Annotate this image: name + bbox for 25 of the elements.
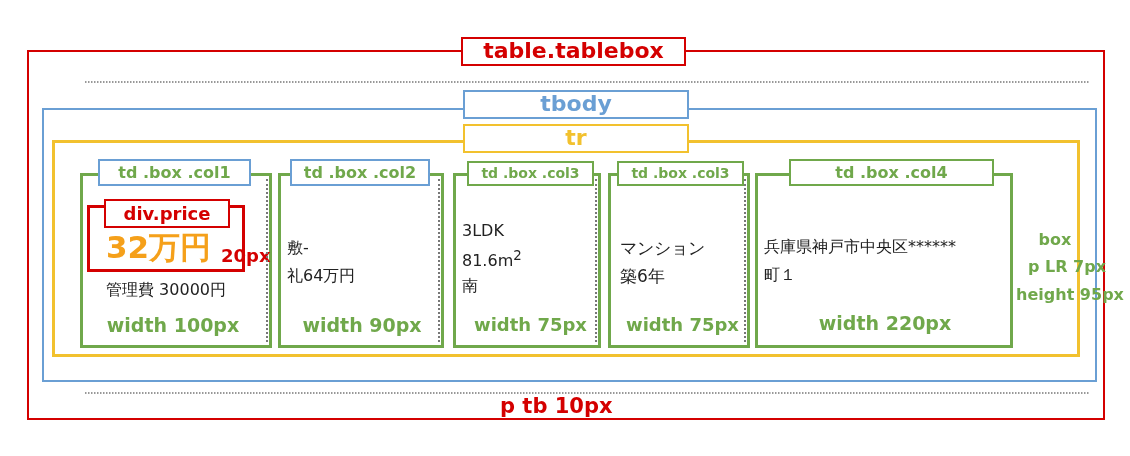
tag-label: td .box .col2 (290, 159, 430, 186)
cell-text: 管理費 30000円 (106, 280, 227, 301)
tag-label: td .box .col3 (467, 161, 594, 186)
cell-text: 81.6m$^{2}$ (462, 248, 523, 273)
price-text: 32万円 (106, 229, 213, 267)
width-label: width 75px (625, 314, 740, 337)
tag-label: td .box .col3 (617, 161, 744, 186)
tag-label: table.tablebox (461, 37, 686, 66)
width-label: width 100px (105, 314, 241, 338)
padding-label: p tb 10px (500, 394, 614, 420)
width-label: width 90px (301, 314, 423, 338)
cell-text: 敷-礼64万円 (287, 237, 357, 287)
cell-text: マンション (620, 238, 706, 260)
width-label: width 220px (817, 312, 953, 336)
tag-label: td .box .col4 (789, 159, 994, 186)
width-label: width 75px (473, 314, 588, 337)
cell-text: 兵庫県神戸市中央区******町１ (764, 236, 957, 286)
cell-text: 南 (462, 276, 479, 297)
tag-label: div.price (104, 199, 230, 228)
tag-label: td .box .col1 (98, 159, 251, 186)
note-label: box (1037, 230, 1073, 251)
cell-text: 3LDK (462, 221, 505, 242)
tag-label: tr (463, 124, 689, 153)
cell-text: 築6年 (620, 266, 666, 288)
tag-label: tbody (463, 90, 689, 119)
